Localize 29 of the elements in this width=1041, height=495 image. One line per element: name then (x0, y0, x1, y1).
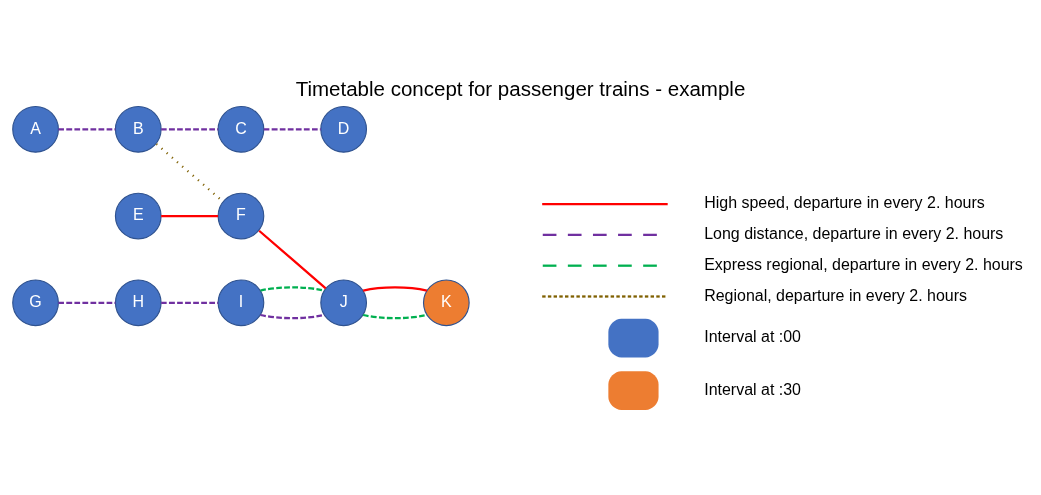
connector (258, 229, 327, 289)
legend-label: Interval at :00 (704, 327, 801, 345)
connector (161, 301, 219, 304)
legend-label: Express regional, departure in every 2. hours (704, 255, 1023, 273)
diagram-title: Timetable concept for passenger trains - example (295, 76, 746, 100)
legend-label: High speed, departure in every 2. hours (704, 193, 985, 211)
node-circle: K (422, 278, 470, 326)
legend-label: Interval at :30 (704, 380, 801, 398)
node-circle: B (114, 105, 162, 153)
legend-label: Regional, departure in every 2. hours (704, 286, 967, 304)
node-circle: D (320, 105, 368, 153)
node-circle: H (114, 278, 162, 326)
node-circle: F (217, 192, 265, 239)
connector (362, 313, 428, 319)
connector (362, 285, 428, 292)
node-circle: A (12, 105, 59, 153)
node-circle: C (217, 105, 265, 153)
connector (58, 301, 116, 304)
node-circle: I (217, 278, 265, 326)
node-circle: J (320, 278, 368, 326)
node-circle: G (12, 278, 59, 326)
connector (58, 127, 116, 130)
connector (260, 313, 325, 319)
node-circle: E (114, 192, 162, 239)
legend-label: Long distance, departure in every 2. hours (704, 224, 1004, 242)
connector (161, 214, 219, 217)
connector (161, 127, 219, 130)
connector (260, 285, 325, 292)
connector (263, 127, 321, 130)
